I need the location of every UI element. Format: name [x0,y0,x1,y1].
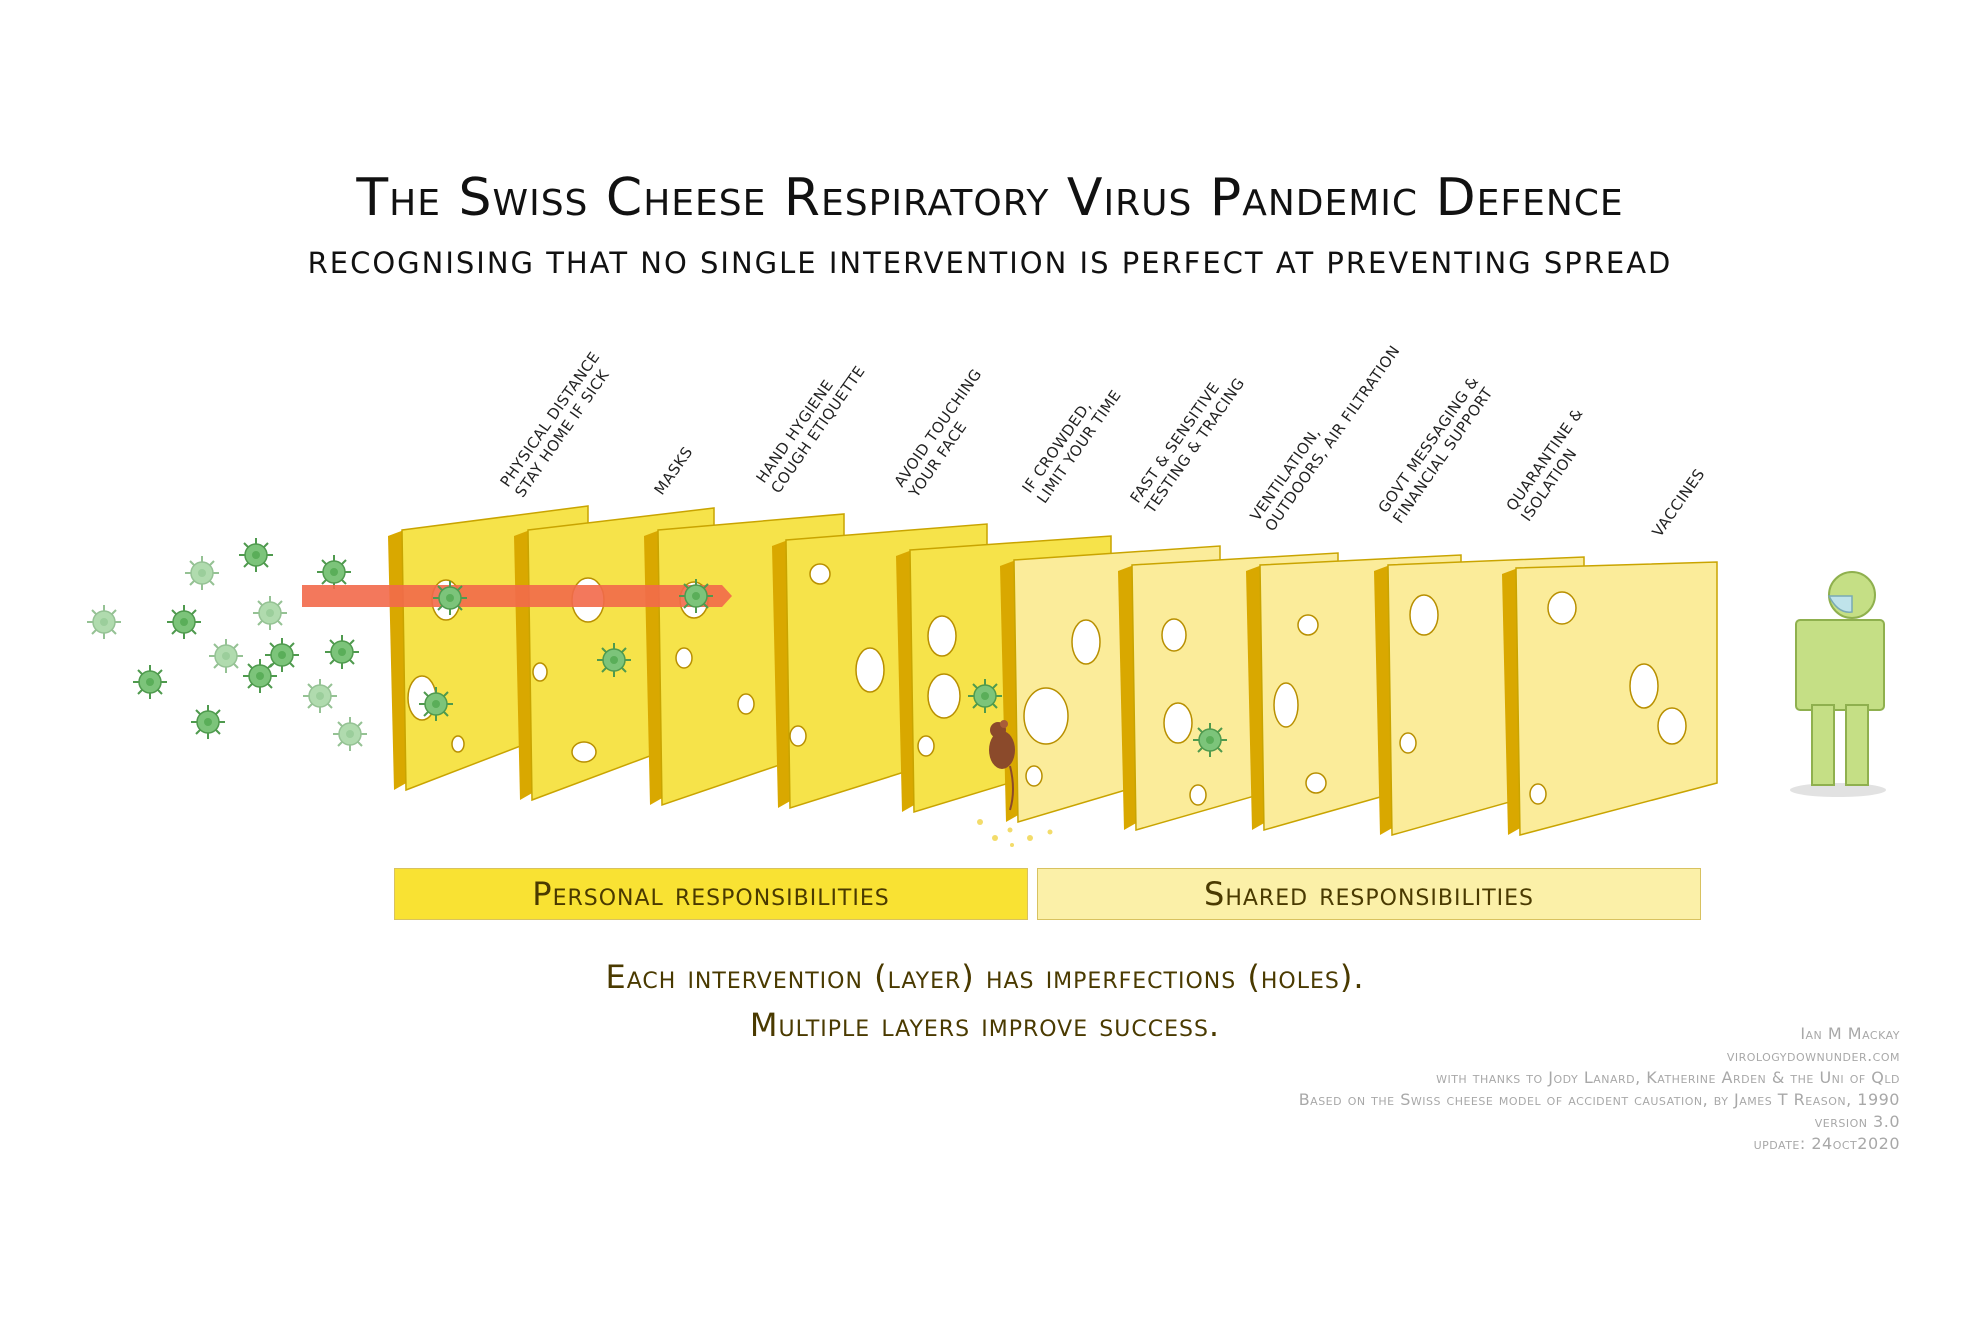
cheese-hole [532,662,548,682]
layer-label: Physical distancestay home if sick [497,348,619,500]
virus-icon [967,678,1003,714]
virus-icon [332,716,368,752]
virus-icon [678,578,714,614]
virus-icon [208,638,244,674]
cheese-hole [571,741,597,763]
credit-author: Ian M Mackay [1800,1024,1900,1043]
cheese-hole [789,725,807,747]
virus-icon [252,595,288,631]
layer-label: If crowded,limit your time [1019,376,1125,506]
credit-based-on: Based on the Swiss cheese model of accid… [1298,1090,1900,1109]
virus-icon [166,604,202,640]
virus-icon [418,686,454,722]
credit-thanks: with thanks to Jody Lanard, Katherine Ar… [1436,1068,1900,1087]
diagram-subtitle: Recognising that no single intervention … [307,246,1673,280]
layer-label: Vaccines [1649,465,1709,540]
caption-line-1: Each intervention (layer) has imperfecti… [605,958,1365,996]
diagram-title: The Swiss Cheese Respiratory Virus Pande… [356,168,1624,228]
cheese-hole [809,563,831,585]
cheese-hole [1071,619,1101,665]
cheese-hole [917,735,935,757]
cheese-hole [927,673,961,719]
virus-icon [132,664,168,700]
layer-label: Hand hygienecough etiquette [753,352,869,497]
cheese-hole [1305,772,1327,794]
virus-icon [302,678,338,714]
cheese-hole [1399,732,1417,754]
mouse-icon [989,720,1015,811]
layer-label: Masks [651,443,697,498]
cheese-hole [1657,707,1687,745]
credit-version: version 3.0 [1814,1112,1900,1131]
cheese-hole [1273,682,1299,728]
virus-icon [596,642,632,678]
virus-icon [86,604,122,640]
virus-icon [184,555,220,591]
cheese-hole [927,615,957,657]
cheese-hole [1529,783,1547,805]
person-icon [1790,571,1886,797]
virus-icon [242,658,278,694]
personal-responsibilities-band: Personal responsibilities [394,868,1028,920]
cheese-hole [1409,594,1439,636]
caption-line-2: Multiple layers improve success. [749,1006,1221,1044]
cheese-hole [1547,591,1577,625]
virus-icon [324,634,360,670]
cheese-hole [855,647,885,693]
cheese-hole [1629,663,1659,709]
layer-labels: Physical distancestay home if sick Masks… [497,342,1709,540]
cheese-hole [1023,687,1069,745]
layer-label: Govt messaging &financial support [1375,373,1498,527]
layer-label: Quarantine &isolation [1503,405,1602,525]
cheese-hole [675,647,693,669]
cheese-hole [1163,702,1193,744]
cheese-slice-face [1515,561,1718,836]
cheese-hole [1189,784,1207,806]
virus-icon [316,554,352,590]
virus-icon [432,580,468,616]
cheese-hole [1025,765,1043,787]
virus-icon [190,704,226,740]
layer-label: Avoid touchingyour face [890,365,1000,501]
credit-update: update: 24oct2020 [1753,1134,1900,1153]
infection-arrow [302,585,732,607]
credit-site: virologydownunder.com [1726,1046,1900,1065]
cheese-hole [1161,618,1187,652]
cheese-hole [737,693,755,715]
virus-cloud [86,537,368,752]
cheese-slices [388,505,1718,836]
cheese-slice [1502,561,1718,836]
shared-responsibilities-band: Shared responsibilities [1037,868,1701,920]
cheese-hole [1297,614,1319,636]
virus-icon [238,537,274,573]
layer-label: Fast & sensitivetesting & tracing [1126,364,1248,517]
virus-icon [1192,722,1228,758]
cheese-hole [451,735,465,753]
cheese-crumbs [977,819,1053,847]
